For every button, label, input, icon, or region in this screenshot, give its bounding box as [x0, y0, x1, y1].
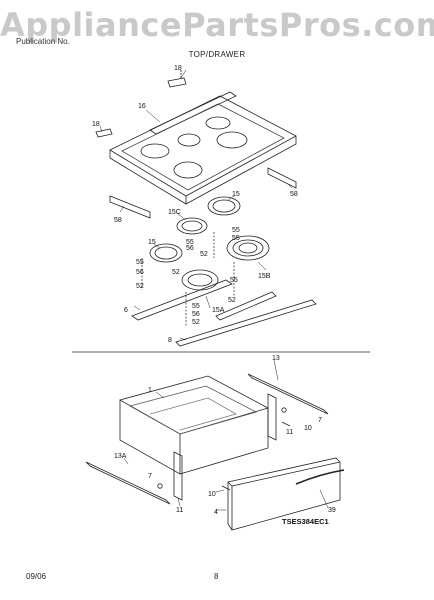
drawer-rail-right	[247, 373, 329, 415]
callout-15c: 15C	[168, 209, 181, 216]
callout-56a: 56	[186, 245, 194, 252]
callout-7a: 7	[318, 417, 322, 424]
callout-55c: 55	[186, 239, 194, 246]
publication-number: Publication No.	[16, 37, 70, 46]
callout-55f: 55	[192, 303, 200, 310]
footer-date: 09/06	[26, 572, 47, 581]
callout-7b: 7	[148, 473, 152, 480]
drawer-screws	[157, 407, 291, 491]
support-rail-mid	[215, 291, 277, 321]
callout-18b: 18	[92, 121, 100, 128]
callout-8: 8	[168, 337, 172, 344]
watermark: AppliancePartsPros.com	[0, 6, 434, 44]
side-trim-left	[109, 195, 151, 219]
callout-1: 1	[148, 387, 152, 394]
surface-elements	[149, 196, 270, 291]
cooktop-assembly	[109, 91, 297, 205]
callout-labels: 18 16 18 58 58 15 15C 15 55 55 56 52 55 …	[92, 65, 336, 526]
callout-16: 16	[138, 103, 146, 110]
callout-15a: 15	[232, 191, 240, 198]
callout-10b: 10	[208, 491, 216, 498]
support-rail-6	[131, 279, 233, 321]
callout-58a: 58	[290, 191, 298, 198]
callout-6: 6	[124, 307, 128, 314]
callout-55b: 55	[232, 235, 240, 242]
callout-52a: 52	[200, 251, 208, 258]
callout-11b: 11	[176, 507, 183, 514]
side-bracket-left	[173, 451, 183, 501]
drawer-rail-left	[85, 461, 171, 505]
callout-58b: 58	[114, 217, 122, 224]
callout-55e: 55	[230, 277, 238, 284]
callout-15bb: 15B	[258, 273, 271, 280]
side-trim-right	[267, 167, 297, 189]
callout-52b: 52	[172, 269, 180, 276]
callout-52c: 52	[136, 283, 144, 290]
callout-52e: 52	[192, 319, 200, 326]
drawing-code: TSES384EC1	[282, 517, 329, 526]
section-title: TOP/DRAWER	[188, 50, 246, 59]
callout-11a: 11	[286, 429, 293, 436]
side-bracket-right	[267, 393, 277, 441]
callout-18a: 18	[174, 65, 182, 72]
drawer-front	[227, 457, 341, 531]
callout-15aa: 15A	[212, 307, 225, 314]
callout-56b: 56	[136, 269, 144, 276]
callout-13a: 13A	[114, 453, 127, 460]
callout-56c: 56	[192, 311, 200, 318]
callout-4: 4	[214, 509, 218, 516]
bracket-part-left	[95, 128, 113, 138]
drawer-assembly	[118, 375, 270, 475]
leader-lines	[99, 69, 329, 511]
bracket-part	[167, 70, 187, 88]
support-rail-8	[175, 299, 317, 347]
callout-55a: 55	[232, 227, 240, 234]
callout-52d: 52	[228, 297, 236, 304]
callout-13: 13	[272, 355, 280, 362]
footer-page-number: 8	[214, 572, 219, 581]
callout-39: 39	[328, 507, 336, 514]
callout-10a: 10	[304, 425, 312, 432]
callout-55d: 55	[136, 259, 144, 266]
fasteners	[141, 232, 235, 326]
drawer-handle	[295, 469, 345, 485]
callout-15b: 15	[148, 239, 156, 246]
